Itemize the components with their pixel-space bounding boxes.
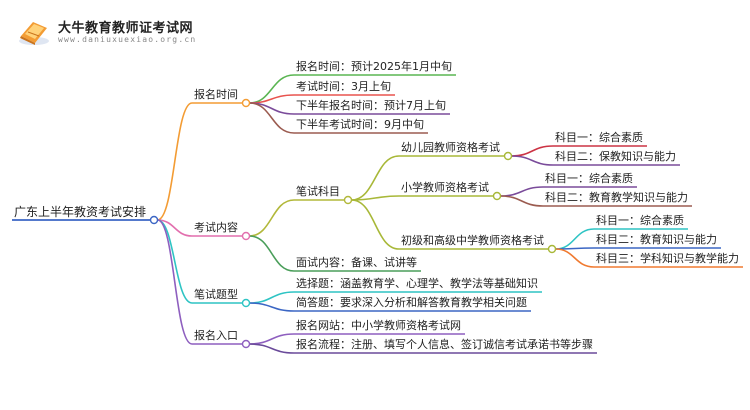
node-multiple-choice: 选择题：涵盖教育学、心理学、教学法等基础知识 bbox=[296, 277, 538, 290]
branch-registration-time: 报名时间 bbox=[194, 88, 238, 101]
node-primary-subject-2-connector bbox=[500, 195, 544, 207]
node-secondary-exam: 初级和高级中学教师资格考试 bbox=[401, 234, 544, 247]
node-secondary-subject-1: 科目一：综合素质 bbox=[596, 214, 684, 227]
branch-exam-content-connector bbox=[157, 219, 193, 237]
branch-question-types-connector bbox=[157, 219, 193, 304]
node-secondary-exam-dot bbox=[547, 244, 557, 254]
branch-registration-entry: 报名入口 bbox=[194, 329, 238, 342]
node-primary-subject-2: 科目二：教育教学知识与能力 bbox=[545, 191, 688, 204]
node-secondary-exam-connector bbox=[351, 199, 400, 250]
node-kg-subject-1-connector bbox=[511, 145, 554, 157]
node-secondary-subject-1-connector bbox=[555, 228, 595, 250]
branch-question-types-dot bbox=[241, 298, 251, 308]
node-kindergarten-exam: 幼儿园教师资格考试 bbox=[401, 141, 500, 154]
node-multiple-choice-connector bbox=[249, 291, 295, 304]
node-registration-website-connector bbox=[249, 333, 295, 345]
node-written-subjects-dot bbox=[343, 195, 353, 205]
node-second-half-registration: 下半年报名时间：预计7月上旬 bbox=[296, 99, 446, 112]
node-written-subjects: 笔试科目 bbox=[296, 185, 340, 198]
node-primary-exam: 小学教师资格考试 bbox=[401, 181, 489, 194]
branch-question-types: 笔试题型 bbox=[194, 288, 238, 301]
node-second-half-exam: 下半年考试时间：9月中旬 bbox=[296, 118, 424, 131]
node-secondary-subject-2: 科目二：教育知识与能力 bbox=[596, 233, 717, 246]
branch-exam-content-dot bbox=[241, 231, 251, 241]
node-kindergarten-exam-connector bbox=[351, 155, 400, 201]
node-kg-subject-2: 科目二：保教知识与能力 bbox=[555, 150, 676, 163]
root-dot bbox=[149, 215, 159, 225]
branch-registration-time-dot bbox=[241, 98, 251, 108]
node-secondary-subject-3: 科目三：学科知识与教学能力 bbox=[596, 252, 739, 265]
node-interview-content-connector bbox=[249, 235, 295, 272]
node-registration-website: 报名网站：中小学教师资格考试网 bbox=[296, 319, 461, 332]
node-secondary-subject-3-connector bbox=[555, 248, 595, 268]
branch-registration-entry-dot bbox=[241, 339, 251, 349]
book-logo-icon bbox=[19, 22, 49, 45]
brand-title: 大牛教育教师证考试网 bbox=[58, 21, 194, 36]
node-written-subjects-connector bbox=[249, 199, 295, 237]
root-node: 广东上半年教资考试安排 bbox=[14, 205, 147, 219]
node-kg-subject-1: 科目一：综合素质 bbox=[555, 131, 643, 144]
brand-url: www.daniuxuexiao.org.cn bbox=[58, 35, 197, 44]
node-primary-subject-1-connector bbox=[500, 186, 544, 197]
node-kindergarten-exam-dot bbox=[503, 151, 513, 161]
node-kg-subject-2-connector bbox=[511, 155, 554, 166]
node-primary-exam-connector bbox=[351, 195, 400, 201]
branch-exam-content: 考试内容 bbox=[194, 221, 238, 234]
node-primary-exam-dot bbox=[492, 191, 502, 201]
node-interview-content: 面试内容：备课、试讲等 bbox=[296, 256, 417, 269]
node-short-answer-connector bbox=[249, 302, 295, 312]
node-exam-date: 考试时间：3月上旬 bbox=[296, 80, 391, 93]
node-registration-date: 报名时间：预计2025年1月中旬 bbox=[296, 60, 452, 73]
branch-registration-entry-connector bbox=[157, 219, 193, 345]
node-registration-process: 报名流程：注册、填写个人信息、签订诚信考试承诺书等步骤 bbox=[296, 338, 593, 351]
node-second-half-exam-connector bbox=[249, 102, 295, 134]
node-short-answer: 简答题：要求深入分析和解答教育教学相关问题 bbox=[296, 296, 527, 309]
branch-registration-time-connector bbox=[157, 102, 193, 221]
node-registration-process-connector bbox=[249, 343, 295, 354]
node-primary-subject-1: 科目一：综合素质 bbox=[545, 172, 633, 185]
